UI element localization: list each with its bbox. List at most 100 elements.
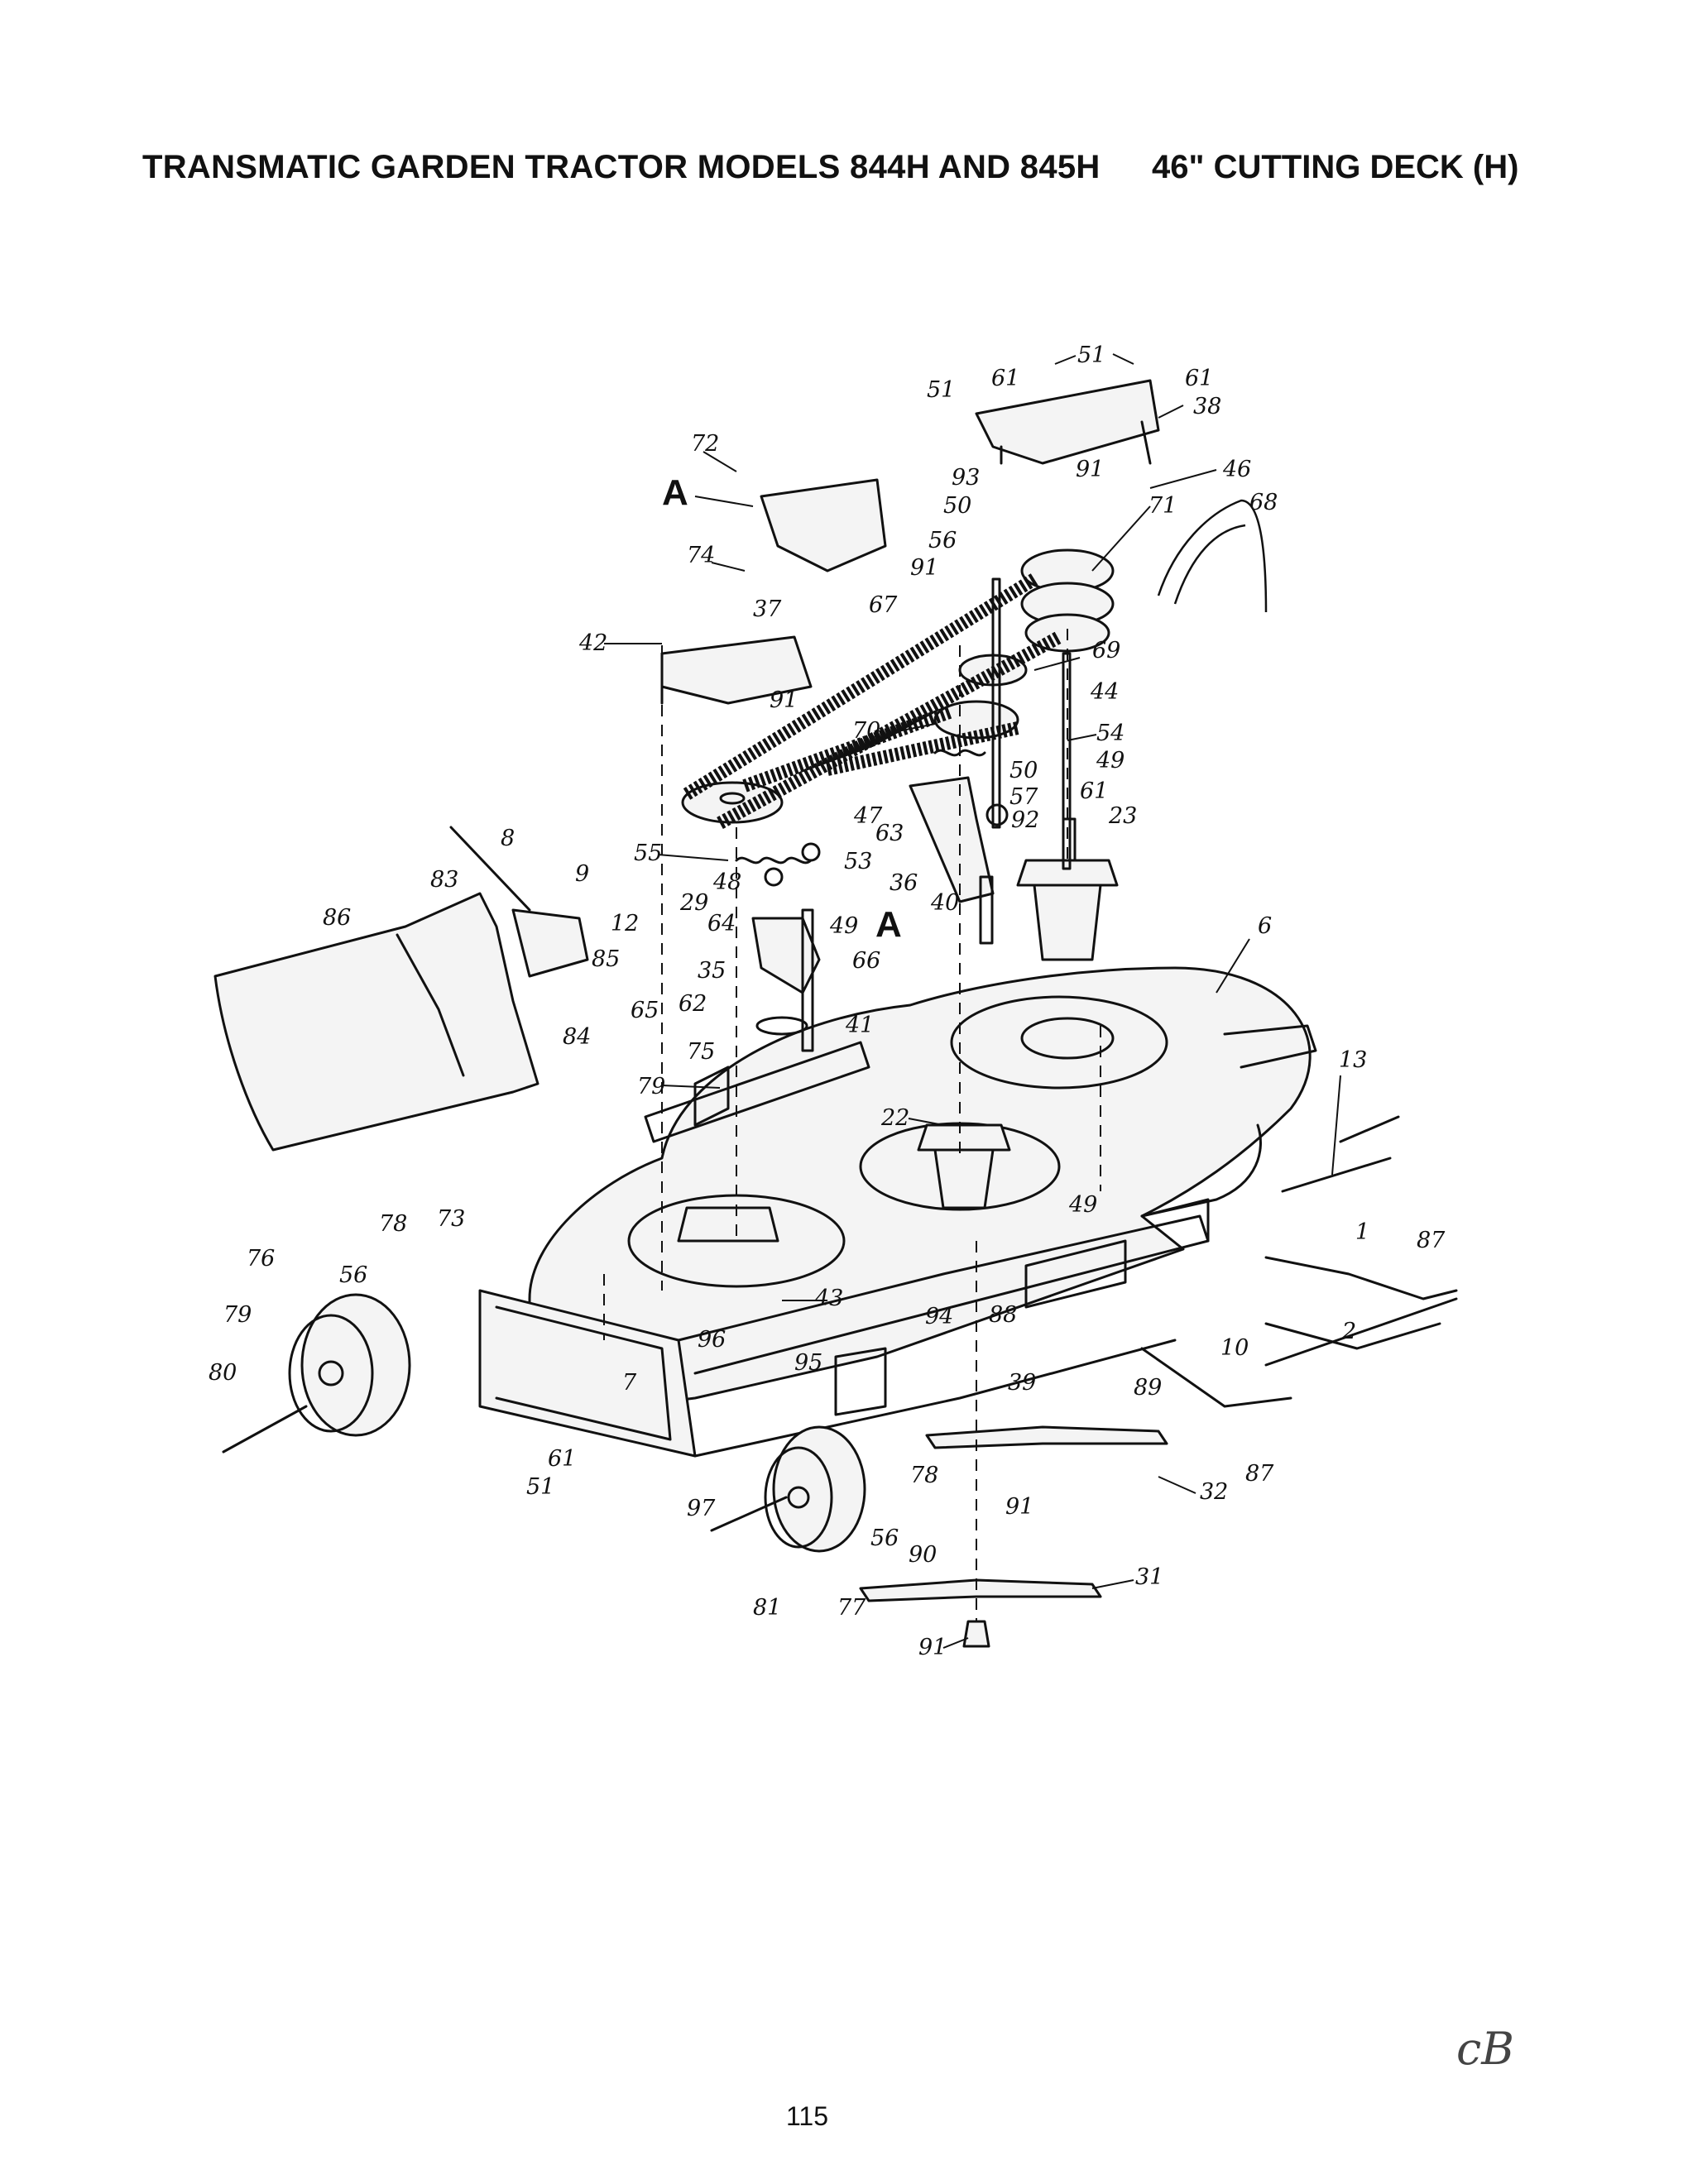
callout-6: 6 (1258, 913, 1272, 939)
page-number: 115 (786, 2101, 829, 2131)
callout-97: 97 (687, 1496, 716, 1521)
handwritten-initials: cB (1456, 2023, 1514, 2075)
callout-93: 93 (952, 465, 980, 491)
callout-75: 75 (687, 1039, 715, 1065)
callout-36: 36 (890, 870, 918, 896)
callout-62: 62 (679, 991, 707, 1017)
callout-77: 77 (837, 1595, 866, 1621)
callout-8: 8 (501, 826, 515, 851)
callout-56: 56 (870, 1525, 899, 1551)
callout-92: 92 (1011, 807, 1039, 833)
callout-73: 73 (437, 1206, 465, 1232)
callout-81: 81 (753, 1595, 781, 1621)
callout-51: 51 (526, 1474, 554, 1500)
callout-1: 1 (1355, 1219, 1369, 1245)
callout-12: 12 (611, 911, 639, 936)
callout-A: A (875, 904, 902, 945)
callout-2: 2 (1341, 1319, 1356, 1344)
callout-46: 46 (1222, 457, 1251, 482)
callout-44: 44 (1090, 679, 1119, 705)
callout-61: 61 (1185, 366, 1213, 391)
callout-49: 49 (1096, 748, 1125, 774)
callout-91: 91 (770, 687, 798, 713)
callout-89: 89 (1134, 1375, 1162, 1401)
callout-50: 50 (943, 493, 971, 519)
callout-29: 29 (679, 890, 708, 916)
callout-35: 35 (698, 958, 726, 984)
callout-40: 40 (930, 890, 959, 916)
callout-32: 32 (1200, 1479, 1228, 1505)
callout-71: 71 (1149, 493, 1177, 519)
callout-69: 69 (1092, 638, 1120, 663)
callout-63: 63 (875, 821, 904, 846)
callout-91: 91 (1005, 1494, 1033, 1520)
callout-22: 22 (880, 1105, 909, 1131)
callout-84: 84 (563, 1024, 591, 1050)
callout-91: 91 (910, 555, 938, 581)
callout-91: 91 (1076, 457, 1104, 482)
callout-78: 78 (910, 1463, 938, 1488)
callout-47: 47 (853, 803, 883, 829)
page-title: TRANSMATIC GARDEN TRACTOR MODELS 844H AN… (142, 149, 1101, 185)
callout-66: 66 (852, 948, 880, 974)
callout-96: 96 (698, 1327, 726, 1353)
callout-74: 74 (687, 543, 715, 568)
callout-86: 86 (323, 905, 351, 931)
callout-48: 48 (712, 869, 741, 895)
spindle-assemblies (677, 817, 1119, 1243)
callout-95: 95 (794, 1350, 822, 1376)
callout-68: 68 (1249, 490, 1278, 515)
gauge-wheels (222, 1293, 866, 1553)
callout-53: 53 (844, 849, 872, 874)
callout-13: 13 (1339, 1047, 1367, 1073)
callout-61: 61 (1080, 778, 1108, 804)
callout-50: 50 (1009, 758, 1038, 783)
callout-56: 56 (339, 1262, 367, 1288)
grass-chute (213, 826, 589, 1152)
callout-79: 79 (637, 1074, 665, 1099)
callout-41: 41 (845, 1013, 874, 1038)
callout-39: 39 (1008, 1370, 1036, 1396)
callout-90: 90 (909, 1542, 937, 1568)
callout-55: 55 (634, 841, 662, 866)
callout-83: 83 (430, 867, 458, 893)
callout-91: 91 (918, 1635, 947, 1660)
callout-38: 38 (1193, 394, 1221, 419)
deck-housing (478, 966, 1317, 1458)
callout-76: 76 (247, 1246, 275, 1272)
cutting-blades (859, 1425, 1168, 1648)
callout-79: 79 (223, 1302, 252, 1328)
callout-61: 61 (548, 1446, 576, 1472)
callout-42: 42 (578, 630, 607, 656)
callout-7: 7 (622, 1370, 637, 1396)
callout-87: 87 (1245, 1461, 1274, 1487)
page-subtitle: 46" CUTTING DECK (H) (1152, 149, 1519, 185)
callout-51: 51 (927, 377, 955, 403)
callout-31: 31 (1135, 1564, 1163, 1590)
callout-70: 70 (852, 718, 880, 744)
callout-78: 78 (379, 1211, 407, 1237)
callout-43: 43 (814, 1286, 843, 1311)
callout-85: 85 (592, 946, 620, 972)
callout-67: 67 (869, 592, 898, 618)
alignment-lines (603, 629, 1101, 1621)
callout-54: 54 (1096, 721, 1125, 746)
part-callouts: 51 51 61 61 38 72 A 93 91 46 50 71 68 56… (209, 342, 1446, 1660)
callout-49: 49 (1068, 1192, 1097, 1218)
callout-9: 9 (575, 861, 589, 887)
callout-61: 61 (991, 366, 1019, 391)
callout-49: 49 (829, 913, 858, 939)
callout-65: 65 (631, 998, 659, 1023)
callout-23: 23 (1108, 803, 1137, 829)
lift-linkage (1140, 1115, 1458, 1408)
callout-51: 51 (1077, 342, 1105, 368)
callout-A: A (662, 472, 688, 513)
callout-37: 37 (753, 596, 782, 622)
callout-56: 56 (928, 528, 957, 553)
leader-lines (604, 353, 1341, 1649)
callout-94: 94 (925, 1304, 953, 1329)
callout-10: 10 (1220, 1335, 1249, 1361)
callout-88: 88 (989, 1302, 1017, 1328)
callout-87: 87 (1417, 1228, 1446, 1253)
